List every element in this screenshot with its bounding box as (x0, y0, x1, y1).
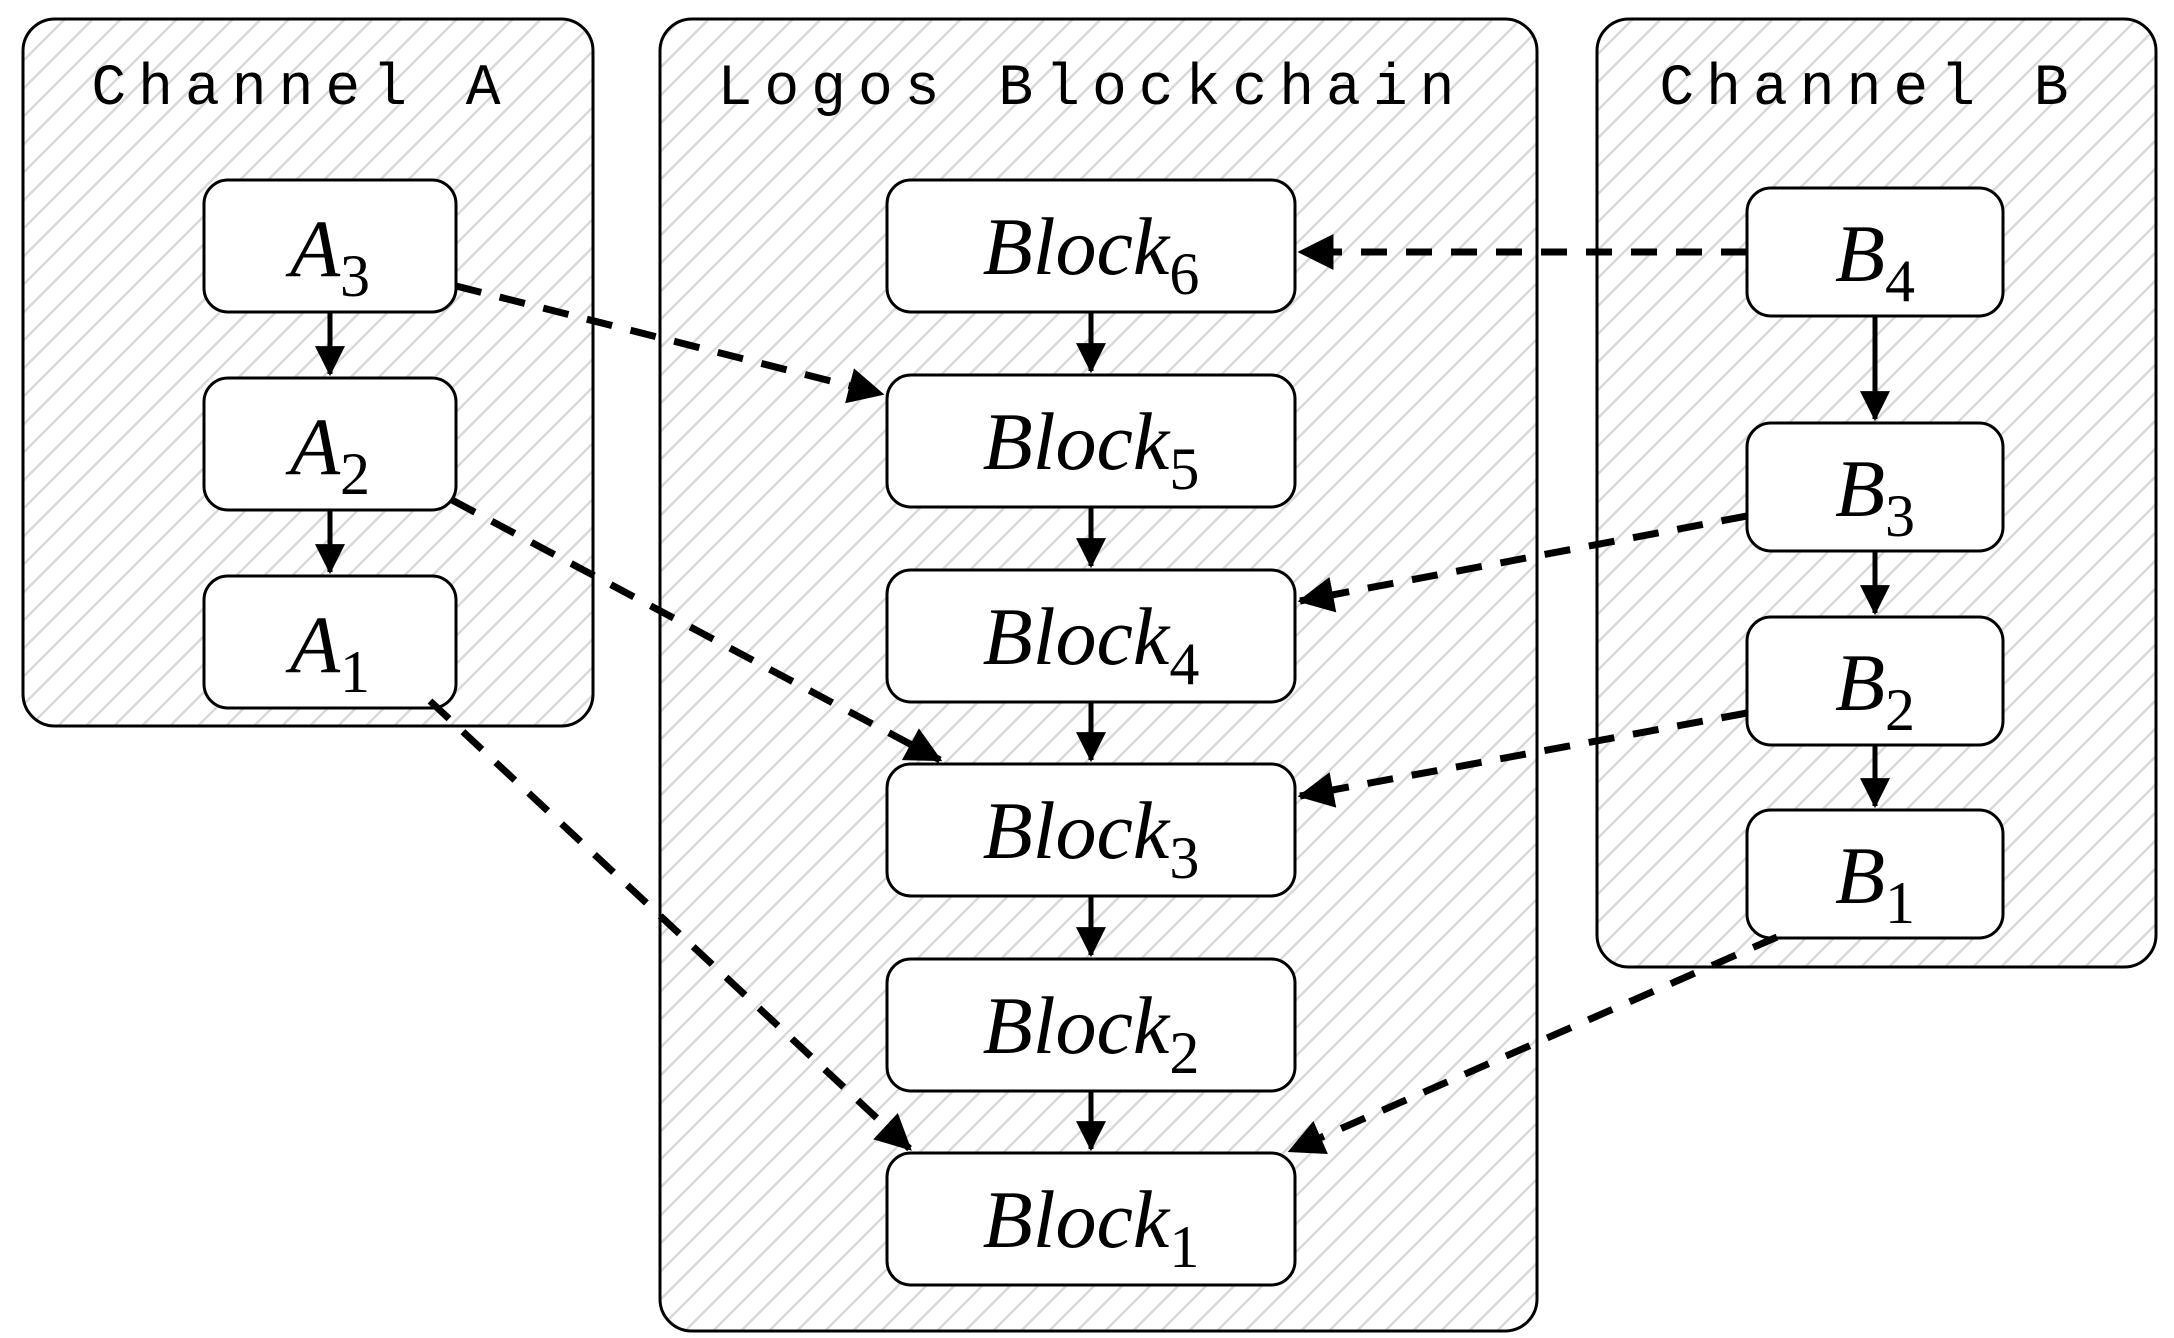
cross-edge-a3-block5 (455, 282, 885, 404)
node-b3-label: B3 (1835, 443, 1915, 549)
node-block4-label: Block4 (983, 591, 1200, 697)
node-a1-label-base: A (285, 599, 341, 690)
node-block1-box (885, 1151, 1297, 1287)
node-b2: B2 (1745, 615, 2005, 747)
node-block3-label-sub: 3 (1169, 825, 1199, 891)
node-block6-label: Block6 (983, 201, 1200, 307)
cross-edge-b3-block4 (1297, 512, 1748, 613)
node-block1: Block1 (885, 1151, 1297, 1287)
cross-edge-b2-block3 (1297, 709, 1748, 808)
node-b3: B3 (1745, 421, 2005, 553)
node-a1-box (202, 574, 458, 710)
node-block2-label: Block2 (983, 980, 1200, 1086)
cross-edge-a2-block3 (450, 496, 943, 764)
node-block2-label-sub: 2 (1169, 1020, 1199, 1086)
node-a3-label-base: A (285, 203, 341, 294)
node-a1-label: A1 (285, 599, 370, 705)
node-b1-label: B1 (1835, 830, 1915, 936)
node-b1-label-sub: 1 (1885, 870, 1915, 936)
node-b4-label: B4 (1835, 208, 1915, 314)
node-a3-label: A3 (285, 203, 370, 309)
node-a2: A2 (202, 376, 458, 512)
blockchain-title: Logos Blockchain (718, 57, 1467, 122)
node-a1: A1 (202, 574, 458, 710)
node-b1-box (1745, 808, 2005, 940)
node-block6-label-base: Block (983, 201, 1171, 292)
node-block1-label-base: Block (983, 1174, 1171, 1265)
node-b3-label-sub: 3 (1885, 483, 1915, 549)
node-b2-label: B2 (1835, 637, 1915, 743)
node-block2-label-base: Block (983, 980, 1171, 1071)
node-block4-label-base: Block (983, 591, 1171, 682)
channel-a-title: Channel A (91, 57, 512, 122)
node-a2-label-sub: 2 (340, 441, 370, 507)
node-block3: Block3 (885, 762, 1297, 898)
node-b2-label-base: B (1835, 637, 1885, 728)
node-a3: A3 (202, 178, 458, 314)
node-b4: B4 (1745, 186, 2005, 318)
node-block5-label-base: Block (983, 396, 1171, 487)
node-a2-label-base: A (285, 401, 341, 492)
channel-b-title: Channel B (1659, 57, 2080, 122)
node-block5-label: Block5 (983, 396, 1200, 502)
node-b3-label-base: B (1835, 443, 1885, 534)
node-b2-label-sub: 2 (1885, 677, 1915, 743)
node-block2: Block2 (885, 957, 1297, 1093)
node-a2-label: A2 (285, 401, 370, 507)
node-block1-label-sub: 1 (1169, 1214, 1199, 1280)
node-a3-label-sub: 3 (340, 243, 370, 309)
node-b4-label-sub: 4 (1885, 248, 1915, 314)
node-b1: B1 (1745, 808, 2005, 940)
node-block1-label: Block1 (983, 1174, 1200, 1280)
node-b4-label-base: B (1835, 208, 1885, 299)
node-block4-label-sub: 4 (1169, 631, 1199, 697)
node-b1-label-base: B (1835, 830, 1885, 921)
node-block6: Block6 (885, 178, 1297, 314)
node-block3-label: Block3 (983, 785, 1200, 891)
node-block6-label-sub: 6 (1169, 241, 1199, 307)
cross-reference-edges (427, 234, 1779, 1155)
chain-edges (315, 312, 1890, 1152)
node-block3-label-base: Block (983, 785, 1171, 876)
node-a1-label-sub: 1 (340, 639, 370, 705)
node-block5: Block5 (885, 373, 1297, 509)
node-block5-label-sub: 5 (1169, 436, 1199, 502)
node-block4: Block4 (885, 568, 1297, 704)
cross-edge-a1-block1 (427, 698, 913, 1152)
